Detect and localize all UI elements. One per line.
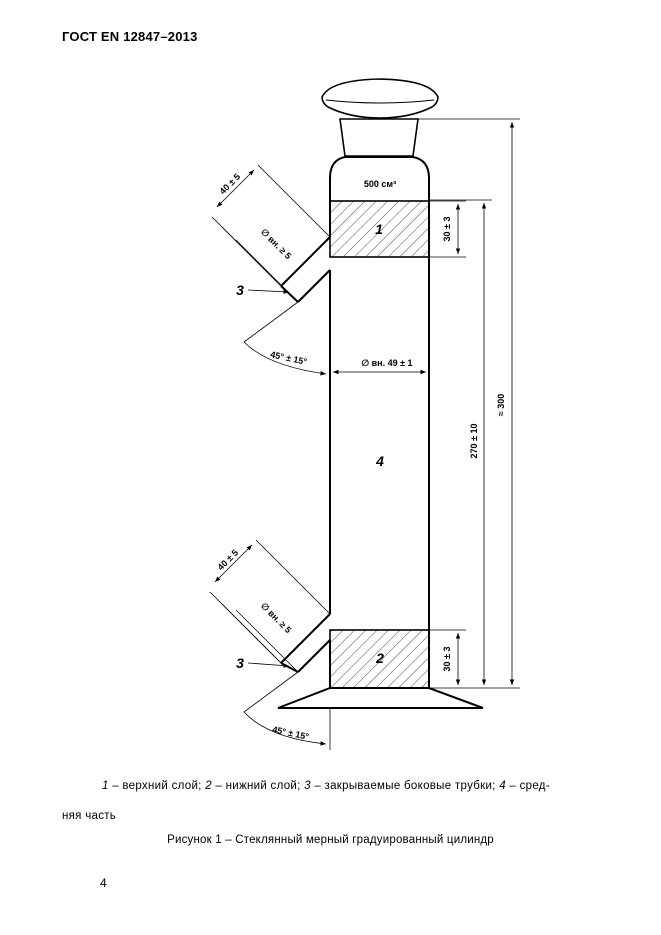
callout-side-tube-upper: 3 xyxy=(236,282,244,298)
figure-legend: 1 – верхний слой; 2 – нижний слой; 3 – з… xyxy=(62,771,622,831)
legend-text-1: – верхний слой; xyxy=(108,780,206,792)
lower-layer-hatch xyxy=(329,629,430,689)
dim-upper-tube-diameter: ∅ вн. ≥ 5 xyxy=(259,227,293,261)
page-number: 4 xyxy=(100,876,107,890)
upper-layer-hatch xyxy=(329,200,430,258)
dimension-lines xyxy=(209,118,520,750)
legend-text-2: – нижний слой; xyxy=(211,780,305,792)
stopper xyxy=(321,78,439,157)
figure-caption: Рисунок 1 – Стеклянный мерный градуирова… xyxy=(167,834,494,846)
callout-lower-layer: 2 xyxy=(375,650,384,666)
cylinder-base xyxy=(277,687,484,709)
callout-side-tube-lower: 3 xyxy=(236,655,244,671)
legend-num-2: 2 xyxy=(205,780,212,792)
volume-label: 500 см³ xyxy=(364,179,396,189)
dim-lower-tube-diameter: ∅ вн. ≥ 5 xyxy=(259,601,293,635)
dim-lower-tube-length: 40 ± 5 xyxy=(216,548,241,573)
legend-num-1: 1 xyxy=(102,780,109,792)
dim-upper-tube-length: 40 ± 5 xyxy=(218,172,243,197)
document-code-header: ГОСТ EN 12847–2013 xyxy=(62,29,198,44)
dim-upper-tube-angle: 45° ± 15° xyxy=(269,349,308,367)
legend-line-1: 1 – верхний слой; 2 – нижний слой; 3 – з… xyxy=(62,771,622,801)
dim-upper-layer-height: 30 ± 3 xyxy=(442,217,452,242)
dim-working-height: 270 ± 10 xyxy=(469,424,479,459)
legend-text-4: – сред- xyxy=(505,780,550,792)
dim-total-height: ≈ 300 xyxy=(496,394,506,416)
callout-middle-part: 4 xyxy=(375,453,384,469)
legend-num-3: 3 xyxy=(304,780,311,792)
legend-text-3: – закрываемые боковые трубки; xyxy=(310,780,500,792)
dim-inner-diameter: ∅ вн. 49 ± 1 xyxy=(361,358,412,368)
dim-lower-tube-angle: 45° ± 15° xyxy=(271,724,310,742)
callout-upper-layer: 1 xyxy=(375,221,383,237)
legend-line-2: няя часть xyxy=(62,810,117,822)
legend-num-4: 4 xyxy=(499,780,506,792)
dim-lower-layer-height: 30 ± 3 xyxy=(442,647,452,672)
